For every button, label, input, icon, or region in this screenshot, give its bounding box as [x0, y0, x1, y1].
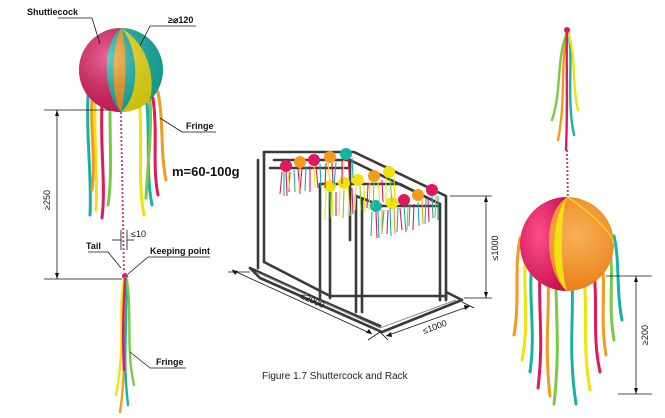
left-ball — [79, 28, 163, 112]
top-fringe — [86, 90, 168, 220]
left-labels: Shuttlecock ≥⌀120 Fringe m=60-100g ≥250 … — [27, 7, 240, 367]
label-fringe-bottom: Fringe — [156, 357, 184, 367]
label-shuttlecock: Shuttlecock — [27, 7, 79, 17]
label-right-dim: ≥200 — [640, 325, 650, 345]
label-tail: Tail — [86, 241, 101, 251]
right-cord — [566, 149, 569, 206]
label-keeping-point: Keeping point — [150, 246, 210, 256]
left-shuttlecock — [79, 28, 168, 414]
rack-dimensions — [228, 195, 492, 341]
right-ball — [520, 196, 615, 291]
right-ball-fringe — [512, 234, 624, 406]
right-tail-fringe — [550, 28, 580, 152]
rack-fringes — [279, 157, 439, 239]
right-shuttlecock — [512, 27, 624, 406]
rack — [248, 150, 464, 334]
right-dimension: ≥200 — [606, 275, 652, 395]
figure-caption: Figure 1.7 Shuttercock and Rack — [262, 371, 409, 382]
label-tail-dim: ≤10 — [131, 229, 146, 239]
label-height: ≥250 — [42, 190, 52, 210]
label-diameter: ≥⌀120 — [168, 15, 193, 25]
label-fringe-top: Fringe — [186, 121, 214, 131]
bottom-fringe — [114, 276, 136, 414]
left-annotations — [44, 17, 216, 369]
right-keeping-knot — [564, 27, 570, 33]
label-rack-height: ≤1000 — [490, 236, 500, 261]
left-cord — [120, 111, 126, 271]
label-rack-width: ≤1000 — [421, 318, 448, 336]
label-mass: m=60-100g — [172, 164, 240, 179]
